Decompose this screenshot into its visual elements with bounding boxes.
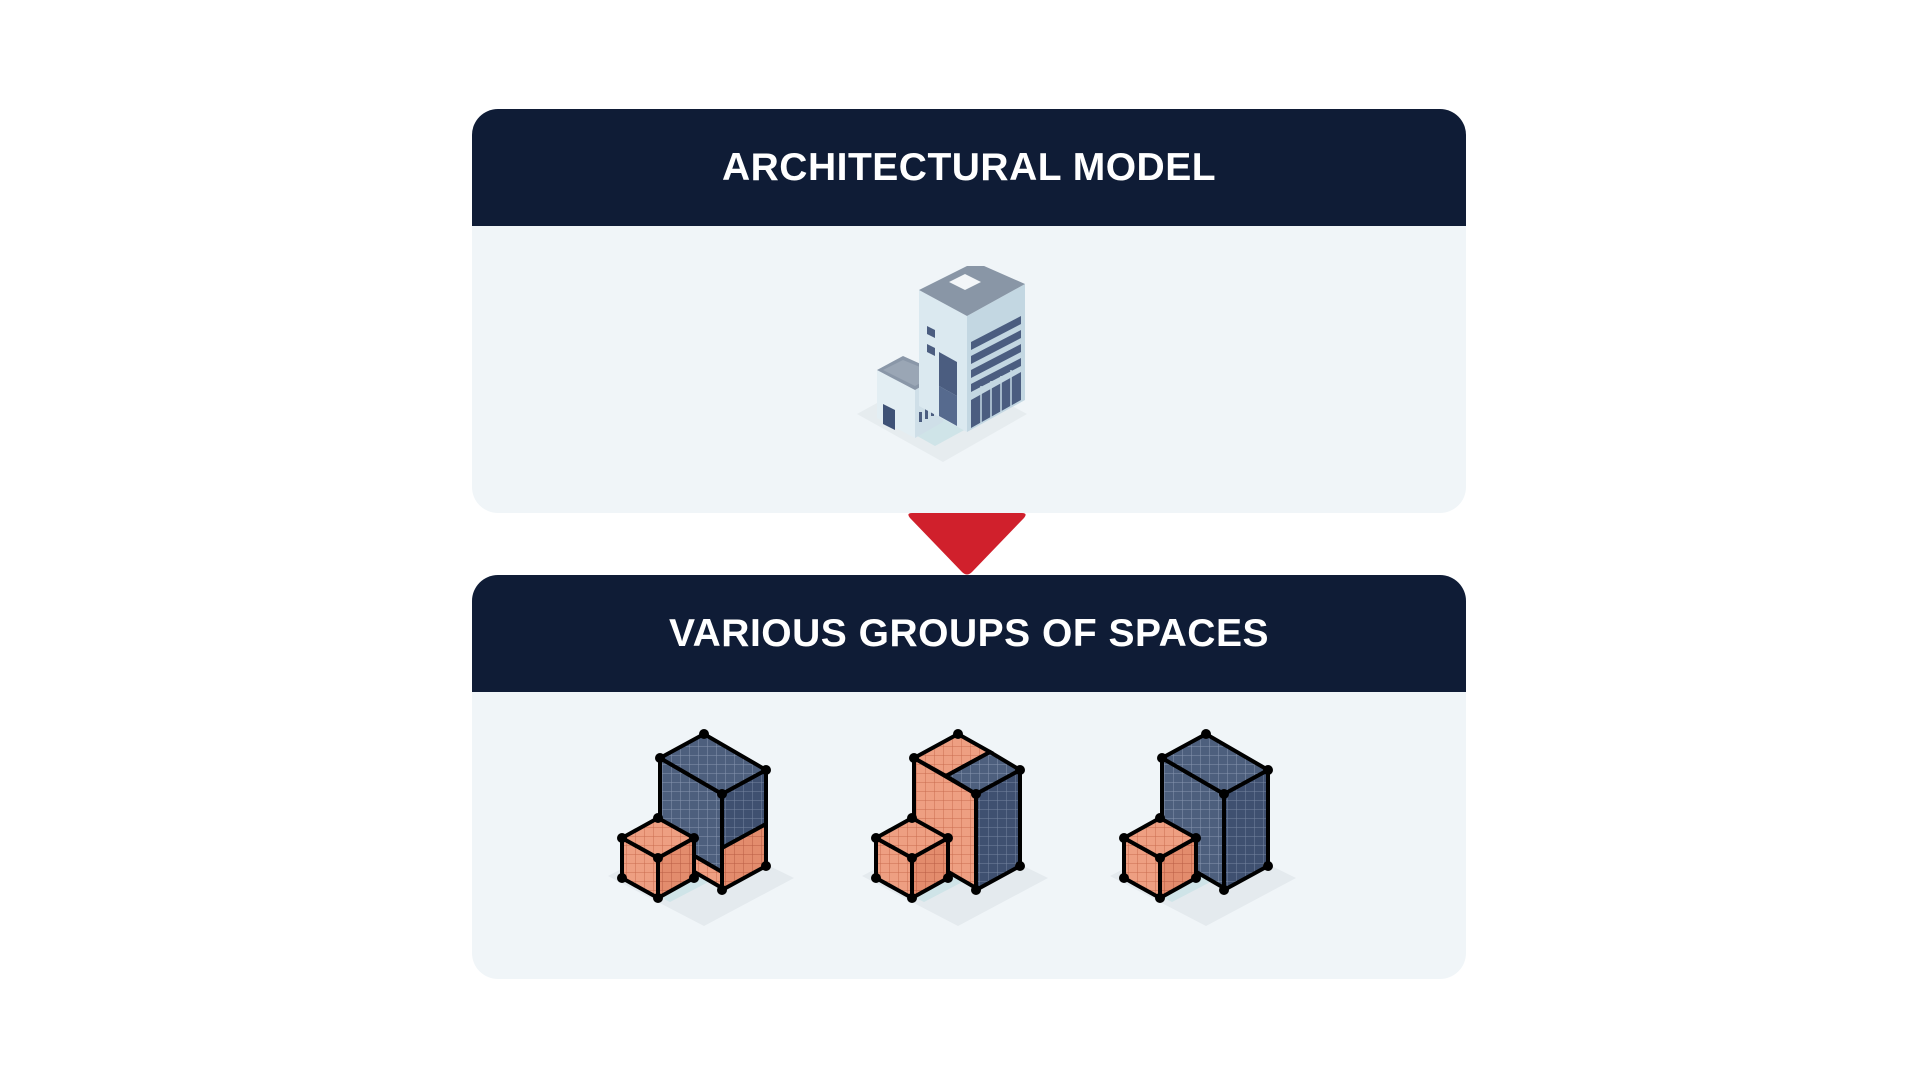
- space-groups-header: VARIOUS GROUPS OF SPACES: [472, 575, 1466, 692]
- architectural-model-card: ARCHITECTURAL MODEL: [472, 109, 1466, 513]
- architectural-model-title: ARCHITECTURAL MODEL: [721, 145, 1217, 189]
- down-arrow-icon: [908, 513, 1026, 575]
- space-groups-card: VARIOUS GROUPS OF SPACES: [472, 575, 1466, 979]
- architectural-model-header: ARCHITECTURAL MODEL: [472, 109, 1466, 226]
- space-groups-body: [472, 692, 1466, 979]
- space-group-2-icon: [862, 729, 1048, 926]
- building-icon: [857, 266, 1027, 462]
- space-group-1-icon: [608, 729, 794, 926]
- space-group-3-icon: [1110, 729, 1296, 926]
- space-groups-title: VARIOUS GROUPS OF SPACES: [669, 611, 1269, 655]
- architectural-model-body: [472, 226, 1466, 513]
